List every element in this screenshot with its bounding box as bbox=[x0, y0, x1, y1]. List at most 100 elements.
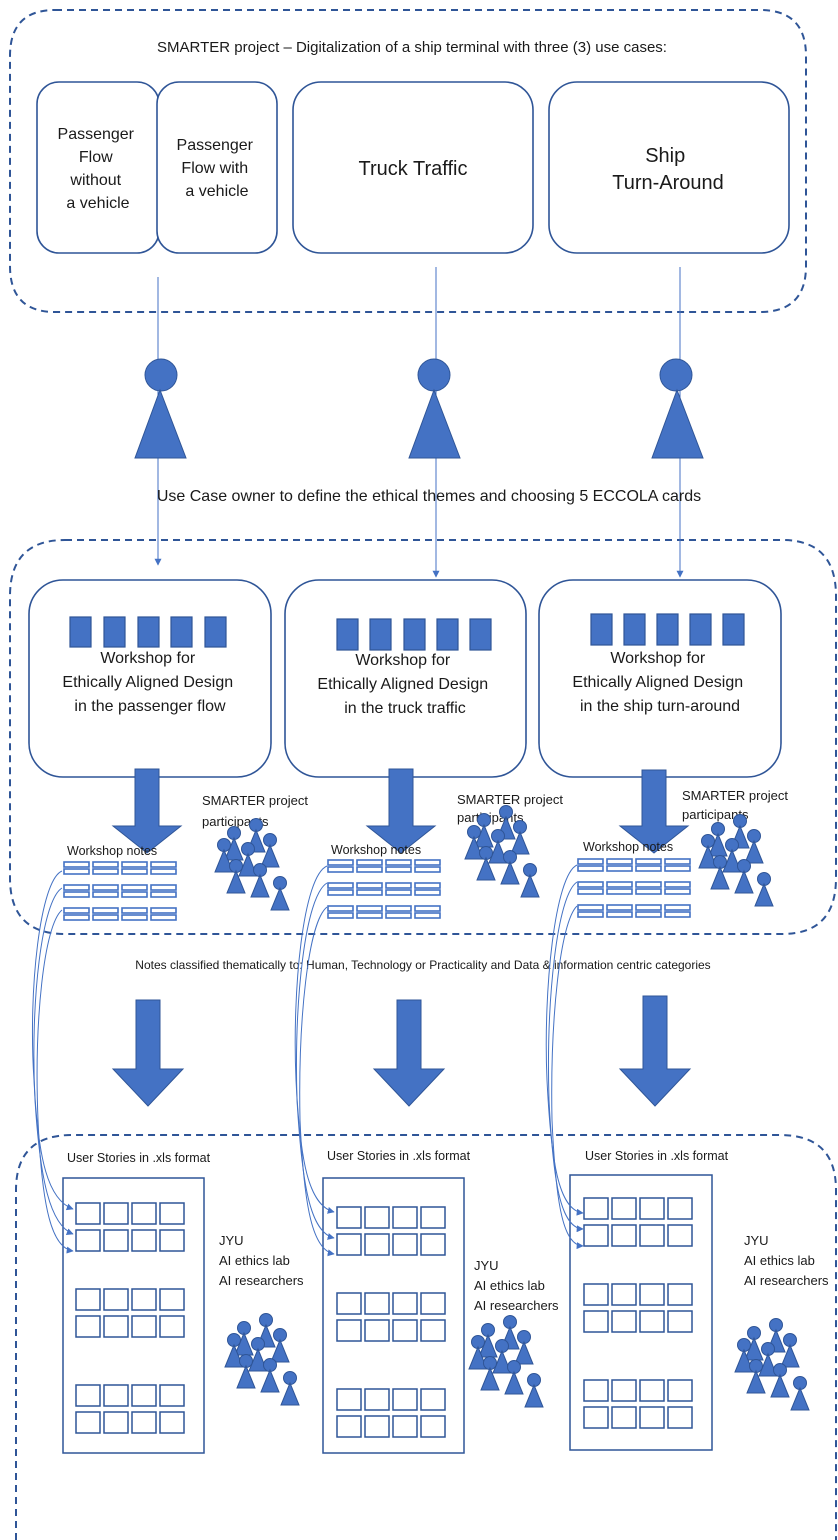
person-icon bbox=[514, 1330, 534, 1365]
note-item bbox=[150, 861, 177, 875]
sheet-cell bbox=[336, 1319, 362, 1342]
sheet-cell bbox=[667, 1379, 693, 1402]
person-icon bbox=[270, 1328, 290, 1363]
note-item bbox=[577, 881, 604, 895]
sheet-cell bbox=[336, 1415, 362, 1438]
use-case-owner-figure bbox=[408, 358, 461, 459]
workshop-notes-grid bbox=[63, 861, 177, 921]
sheet-cell bbox=[75, 1288, 101, 1311]
note-item bbox=[327, 859, 354, 873]
note-item bbox=[356, 905, 383, 919]
note-item bbox=[385, 882, 412, 896]
note-item bbox=[327, 882, 354, 896]
note-item bbox=[150, 884, 177, 898]
note-item bbox=[63, 861, 90, 875]
sheet-cell bbox=[392, 1388, 418, 1411]
sheet-cell bbox=[583, 1197, 609, 1220]
svg-text:Workshop for Ethically A: Workshop for Ethically Aligned Design in… bbox=[572, 650, 747, 715]
sheet-cell bbox=[583, 1224, 609, 1247]
sheet-cell bbox=[639, 1283, 665, 1306]
note-item bbox=[606, 881, 633, 895]
sheet-cell bbox=[583, 1310, 609, 1333]
user-stories-cells bbox=[336, 1206, 446, 1438]
participants-group-icon bbox=[464, 805, 540, 898]
sheet-cell bbox=[639, 1197, 665, 1220]
eccola-cards bbox=[336, 618, 492, 651]
person-icon bbox=[214, 838, 234, 873]
sheet-cell bbox=[364, 1319, 390, 1342]
use-case-passenger-with-vehicle: Passenger Flow with a vehicle bbox=[156, 81, 278, 254]
note-item bbox=[664, 858, 691, 872]
sheet-cell bbox=[611, 1197, 637, 1220]
sheet-cell bbox=[103, 1229, 129, 1252]
workshop-notes-grid bbox=[327, 859, 441, 919]
workshop-output-arrow bbox=[111, 768, 183, 854]
note-item bbox=[385, 859, 412, 873]
note-item bbox=[356, 859, 383, 873]
sheet-cell bbox=[611, 1310, 637, 1333]
sheet-cell bbox=[103, 1315, 129, 1338]
svg-text:Ship Turn-Around: Ship Turn-Around bbox=[612, 145, 724, 194]
person-icon bbox=[734, 1338, 754, 1373]
person-icon bbox=[510, 820, 530, 855]
sheet-cell bbox=[667, 1224, 693, 1247]
sheet-cell bbox=[131, 1288, 157, 1311]
person-icon bbox=[520, 863, 540, 898]
sheet-cell bbox=[420, 1206, 446, 1229]
classification-caption: Notes classified thematically to: Human,… bbox=[135, 958, 710, 972]
sheet-cell bbox=[420, 1415, 446, 1438]
sheet-cell bbox=[75, 1202, 101, 1225]
sheet-cell bbox=[667, 1310, 693, 1333]
sheet-cell bbox=[364, 1206, 390, 1229]
researchers-group-icon bbox=[734, 1318, 810, 1411]
classification-arrow bbox=[111, 999, 185, 1107]
sheet-cell bbox=[103, 1288, 129, 1311]
person-icon bbox=[780, 1333, 800, 1368]
participants-group-icon bbox=[214, 818, 290, 911]
sheet-cell bbox=[103, 1411, 129, 1434]
workshop-notes-grid bbox=[577, 858, 691, 918]
workshop-truck-traffic: Workshop for Ethically Aligned Design in… bbox=[284, 579, 527, 778]
person-icon bbox=[226, 859, 246, 894]
sheet-cell bbox=[131, 1384, 157, 1407]
note-item bbox=[577, 858, 604, 872]
sheet-cell bbox=[639, 1406, 665, 1429]
user-stories-label: User Stories in .xls format bbox=[327, 1149, 471, 1163]
note-item bbox=[92, 861, 119, 875]
person-icon bbox=[504, 1360, 524, 1395]
sheet-cell bbox=[75, 1384, 101, 1407]
person-icon bbox=[744, 829, 764, 864]
sheet-cell bbox=[131, 1315, 157, 1338]
note-item bbox=[63, 884, 90, 898]
note-item bbox=[121, 861, 148, 875]
person-icon bbox=[468, 1335, 488, 1370]
svg-text:Workshop for Ethically A: Workshop for Ethically Aligned Design in… bbox=[317, 652, 492, 717]
note-item bbox=[577, 904, 604, 918]
sheet-cell bbox=[392, 1319, 418, 1342]
note-item bbox=[414, 882, 441, 896]
sheet-cell bbox=[336, 1206, 362, 1229]
sheet-cell bbox=[392, 1415, 418, 1438]
sheet-cell bbox=[159, 1229, 185, 1252]
sheet-cell bbox=[583, 1283, 609, 1306]
person-icon bbox=[524, 1373, 544, 1408]
note-item bbox=[92, 907, 119, 921]
owner-caption: Use Case owner to define the ethical the… bbox=[157, 488, 701, 505]
user-stories-cells bbox=[583, 1197, 693, 1429]
person-icon bbox=[746, 1359, 766, 1394]
project-title: SMARTER project – Digitalization of a sh… bbox=[157, 39, 667, 56]
person-icon bbox=[754, 872, 774, 907]
sheet-cell bbox=[336, 1292, 362, 1315]
person-icon bbox=[488, 829, 508, 864]
person-icon bbox=[480, 1356, 500, 1391]
note-item bbox=[385, 905, 412, 919]
researchers-group-icon bbox=[224, 1313, 300, 1406]
person-icon bbox=[248, 1337, 268, 1372]
sheet-cell bbox=[639, 1310, 665, 1333]
workshop-output-arrow bbox=[365, 768, 437, 854]
classification-arrow bbox=[372, 999, 446, 1107]
sheet-cell bbox=[364, 1292, 390, 1315]
sheet-cell bbox=[667, 1197, 693, 1220]
note-item bbox=[606, 904, 633, 918]
